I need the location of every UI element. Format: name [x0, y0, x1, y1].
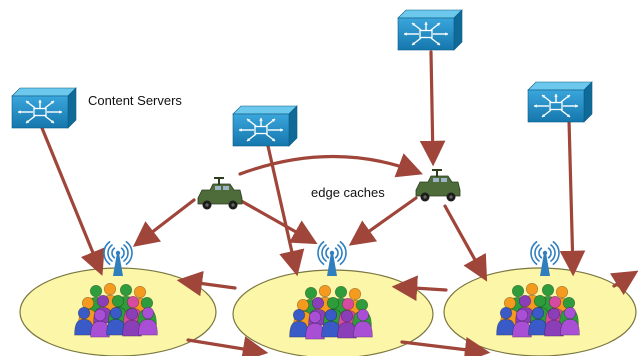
server-switch-icon: [397, 9, 463, 51]
data-flow-arrow: [391, 275, 448, 301]
military-vehicle-icon: [415, 169, 461, 202]
person-icon: [305, 310, 325, 340]
user-group: [74, 282, 158, 338]
person-icon: [122, 307, 142, 337]
server-switch-icon: [527, 81, 593, 123]
person-icon: [321, 308, 341, 338]
data-flow-arrow: [419, 50, 446, 167]
person-icon: [560, 306, 580, 336]
data-flow-arrow: [176, 270, 237, 297]
content-servers-label: Content Servers: [88, 93, 182, 108]
antenna-tower-icon: [317, 241, 347, 276]
data-flow-arrow: [234, 196, 318, 245]
person-icon: [528, 306, 548, 336]
edge-caches-label: edge caches: [311, 185, 385, 200]
person-icon: [289, 308, 309, 338]
person-icon: [337, 309, 357, 339]
data-flow-arrow: [40, 126, 105, 276]
user-group: [289, 284, 373, 340]
person-icon: [74, 306, 94, 336]
server-switch-icon: [11, 87, 77, 129]
data-flow-arrow: [238, 153, 423, 178]
user-group: [496, 282, 580, 338]
data-flow-arrow: [400, 336, 491, 361]
data-flow-arrow: [559, 118, 586, 277]
person-icon: [138, 306, 158, 336]
data-flow-arrow: [443, 204, 488, 282]
server-switch-icon: [232, 105, 298, 147]
data-flow-arrow: [266, 144, 305, 277]
antenna-tower-icon: [530, 241, 560, 276]
person-icon: [353, 308, 373, 338]
data-flow-arrow: [132, 198, 196, 247]
person-icon: [512, 308, 532, 338]
data-flow-arrow: [348, 196, 418, 246]
military-vehicle-icon: [197, 177, 243, 210]
antenna-tower-icon: [103, 241, 133, 276]
data-flow-arrow: [609, 270, 638, 296]
data-flow-arrow: [186, 336, 269, 361]
